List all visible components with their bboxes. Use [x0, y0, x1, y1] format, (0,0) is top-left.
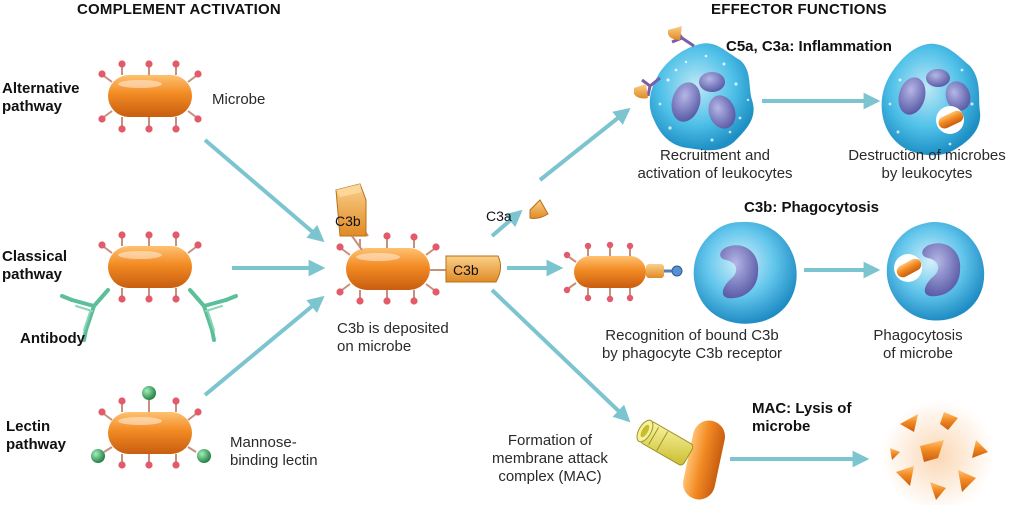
arrow-c3a-to-leukocyte — [538, 107, 631, 182]
label-destruction: Destruction of microbes by leukocytes — [848, 147, 1006, 182]
antibody-left — [60, 288, 110, 342]
label-antibody: Antibody — [20, 330, 85, 347]
label-c3b-top: C3b — [335, 213, 361, 229]
phagocyte-with-microbe — [886, 222, 985, 321]
label-phagocytosis-of-microbe: Phagocytosis of microbe — [873, 327, 963, 362]
microbe-alternative — [98, 60, 202, 133]
arrow-alt-to-center — [203, 138, 325, 243]
label-phagocytosis: C3b: Phagocytosis — [744, 199, 880, 216]
label-mac-formation: Formation of membrane attack complex (MA… — [492, 432, 608, 485]
microbe-c3b-deposited — [335, 183, 502, 305]
c3a-fragment — [529, 199, 549, 219]
mannose-binding-lectin-balls — [91, 386, 211, 463]
microbe-lectin — [91, 386, 211, 469]
header-complement-activation: COMPLEMENT ACTIVATION — [77, 1, 281, 18]
label-lysis: MAC: Lysis of microbe — [752, 400, 852, 435]
c3b-fragment-side — [430, 255, 502, 283]
label-recognition: Recognition of bound C3b by phagocyte C3… — [601, 327, 783, 362]
label-c3b-side: C3b — [453, 262, 479, 278]
antibody-right — [188, 288, 238, 342]
label-classical-pathway: Classical pathway — [2, 248, 68, 283]
label-c3b-deposited: C3b is deposited on microbe — [337, 320, 449, 355]
leukocyte-activated — [634, 26, 754, 151]
phagocyte — [693, 221, 797, 324]
mac-complex — [636, 419, 725, 500]
arrow-center-to-c3a — [490, 209, 523, 238]
arrow-lectin-to-center — [203, 295, 325, 397]
microbe-classical — [98, 231, 202, 303]
label-alternative-pathway: Alternative pathway — [2, 80, 80, 115]
c3b-fragment-top — [335, 183, 367, 251]
lysed-microbe — [882, 400, 994, 505]
microbe-bound-c3b — [563, 241, 683, 303]
arrow-center-to-mac — [490, 288, 631, 423]
arrows — [203, 92, 881, 468]
label-c3a: C3a — [486, 208, 512, 224]
label-recruitment: Recruitment and activation of leukocytes — [637, 147, 793, 182]
label-mannose-binding-lectin: Mannose- binding lectin — [230, 434, 318, 469]
header-effector-functions: EFFECTOR FUNCTIONS — [711, 1, 887, 18]
label-lectin-pathway: Lectin pathway — [6, 418, 67, 453]
label-inflammation: C5a, C3a: Inflammation — [726, 38, 892, 55]
leukocyte-destroying — [881, 43, 981, 156]
label-microbe: Microbe — [212, 91, 266, 108]
